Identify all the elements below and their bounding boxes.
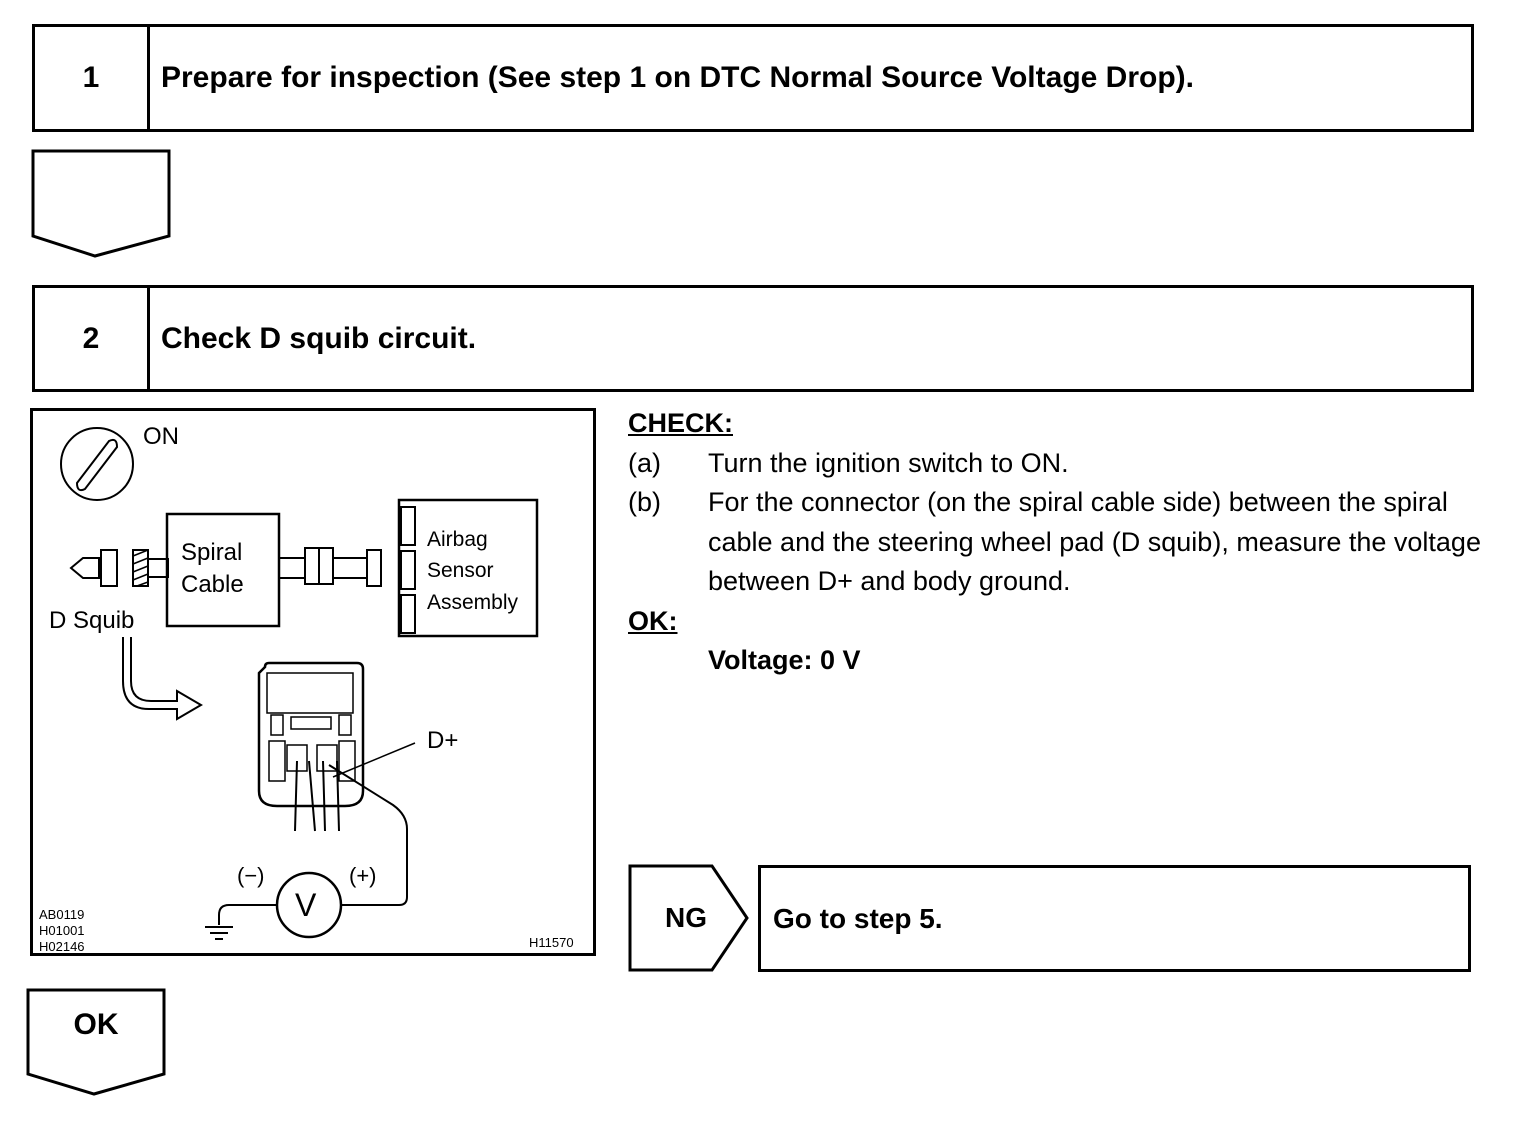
check-item: (a) Turn the ignition switch to ON. xyxy=(628,444,1488,484)
airbag-label-3: Assembly xyxy=(427,591,519,614)
check-item-label: (b) xyxy=(628,487,661,517)
spiral-cable-label-2: Cable xyxy=(181,571,244,598)
ok-value: Voltage: 0 V xyxy=(708,645,861,675)
step-2-title: Check D squib circuit. xyxy=(161,321,477,355)
d-squib-label: D Squib xyxy=(49,607,135,634)
check-item-label: (a) xyxy=(628,447,661,478)
check-item-text: Turn the ignition switch to ON. xyxy=(708,447,1069,478)
step-1-box: 1 Prepare for inspection (See step 1 on … xyxy=(32,24,1474,132)
check-item-text: For the connector (on the spiral cable s… xyxy=(708,487,1481,596)
flow-arrow-step1-to-step2 xyxy=(31,149,171,258)
ng-label: NG xyxy=(665,902,707,933)
bent-arrow-icon xyxy=(122,637,203,721)
ref-code-2: H01001 xyxy=(39,923,85,938)
ref-code-1: AB0119 xyxy=(39,907,85,922)
spiral-cable-box xyxy=(165,512,281,628)
ignition-key-icon xyxy=(60,427,134,501)
d-plus-leader-line xyxy=(332,742,416,778)
check-item: (b) For the connector (on the spiral cab… xyxy=(628,483,1488,602)
ground-icon xyxy=(205,926,233,940)
connector-face-icon xyxy=(257,661,365,808)
airbag-sensor-box xyxy=(397,498,539,638)
voltmeter-label: V xyxy=(295,887,317,923)
step-1-number: 1 xyxy=(35,27,150,129)
ng-action-box: Go to step 5. xyxy=(758,865,1471,972)
d-plus-label: D+ xyxy=(427,727,459,754)
step-1-title: Prepare for inspection (See step 1 on DT… xyxy=(161,61,1194,94)
airbag-label-2: Sensor xyxy=(427,559,494,582)
harness-connector-icon xyxy=(278,547,382,587)
ref-code-3: H02146 xyxy=(39,939,85,954)
check-heading: CHECK: xyxy=(628,408,733,438)
wiring-drawing xyxy=(60,427,539,940)
step-2-box: 2 Check D squib circuit. xyxy=(32,285,1474,392)
ok-heading: OK: xyxy=(628,605,678,636)
wiring-diagram: ON Spiral Cable Airbag Sensor Assembly D… xyxy=(30,408,596,956)
spiral-cable-label-1: Spiral xyxy=(181,539,243,566)
d-squib-connector-icon xyxy=(69,549,169,587)
plus-label: (+) xyxy=(349,863,377,888)
flow-arrow-ok xyxy=(26,988,166,1096)
positive-lead-wire xyxy=(328,764,408,906)
on-label: ON xyxy=(143,423,179,450)
step-2-number: 2 xyxy=(35,288,150,389)
ok-label: OK xyxy=(73,1008,119,1041)
figure-code: H11570 xyxy=(529,935,574,950)
check-section: CHECK: (a) Turn the ignition switch to O… xyxy=(628,404,1488,681)
flow-arrow-ng xyxy=(628,864,749,972)
negative-lead-wire xyxy=(218,904,277,925)
airbag-label-1: Airbag xyxy=(427,528,488,551)
minus-label: (−) xyxy=(237,863,265,888)
